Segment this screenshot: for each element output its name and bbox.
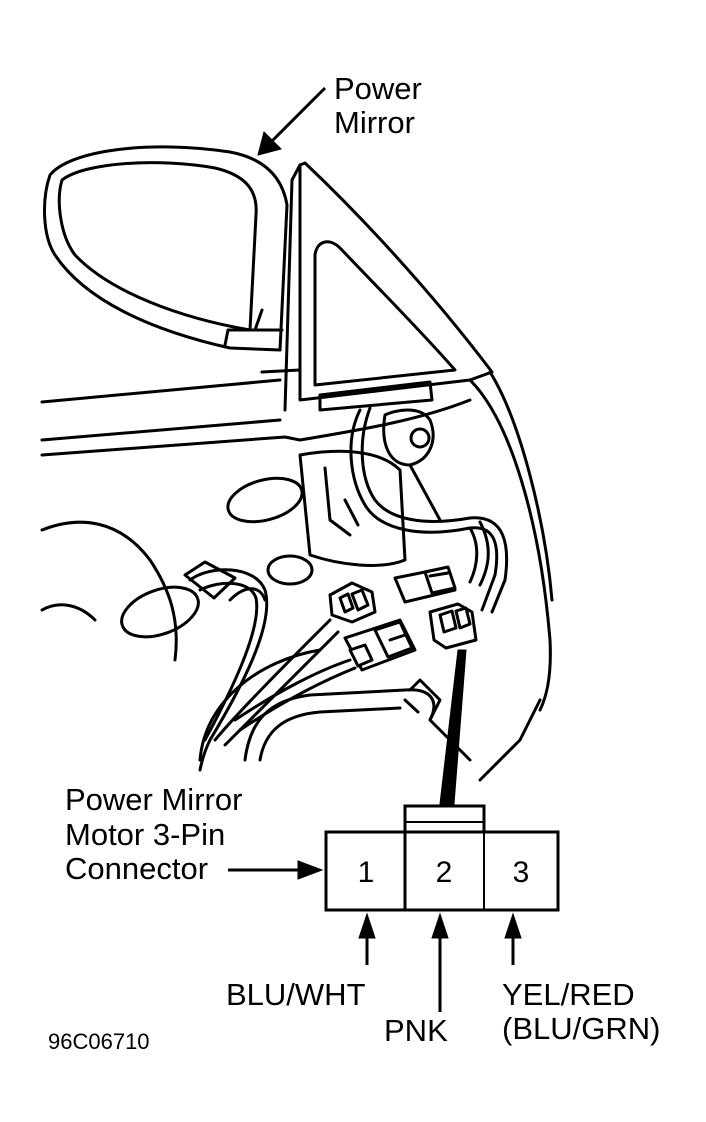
- pin-1-wire-color: BLU/WHT: [226, 977, 366, 1012]
- door-harness-left: [188, 568, 269, 772]
- door-frame-pillar: [298, 161, 494, 402]
- mirror-glass: [57, 161, 258, 332]
- connector-b: [393, 565, 457, 604]
- power-mirror-label-line2: Mirror: [334, 105, 415, 140]
- leader-wedge: [439, 649, 467, 805]
- power-mirror-arrow: [257, 86, 327, 156]
- door-outer-edge: [468, 378, 552, 712]
- mirror-housing: [43, 145, 289, 352]
- connector-3pin-enlarged: [324, 804, 560, 912]
- connector-a: [328, 581, 377, 624]
- connector-label-line2: Motor 3-Pin: [65, 817, 226, 852]
- pin-3-arrow: [504, 912, 522, 965]
- access-hole: [226, 476, 304, 524]
- access-hole-lower: [120, 585, 200, 639]
- pin-3-alt-wire-color: (BLU/GRN): [502, 1011, 661, 1046]
- pin-2-wire-color: PNK: [384, 1013, 448, 1048]
- connector-label-line1: Power Mirror: [65, 782, 243, 817]
- pin-3-number: 3: [512, 856, 530, 889]
- pin-3-wire-color: YEL/RED: [502, 977, 635, 1012]
- pin-1-number: 1: [357, 856, 375, 889]
- pin-2-arrow: [431, 912, 449, 1012]
- pin-2-number: 2: [435, 856, 453, 889]
- mirror-motor-connector: [428, 602, 478, 650]
- pin-1-arrow: [358, 912, 376, 965]
- pillar-inner-panel: [313, 240, 457, 387]
- connector-label-line3: Connector: [65, 851, 209, 886]
- figure-id: 96C06710: [48, 1029, 150, 1054]
- mirror-harness: [349, 408, 499, 612]
- connector-c: [343, 618, 417, 672]
- power-mirror-label-line1: Power: [334, 71, 422, 106]
- connector-callout-arrow: [228, 860, 324, 880]
